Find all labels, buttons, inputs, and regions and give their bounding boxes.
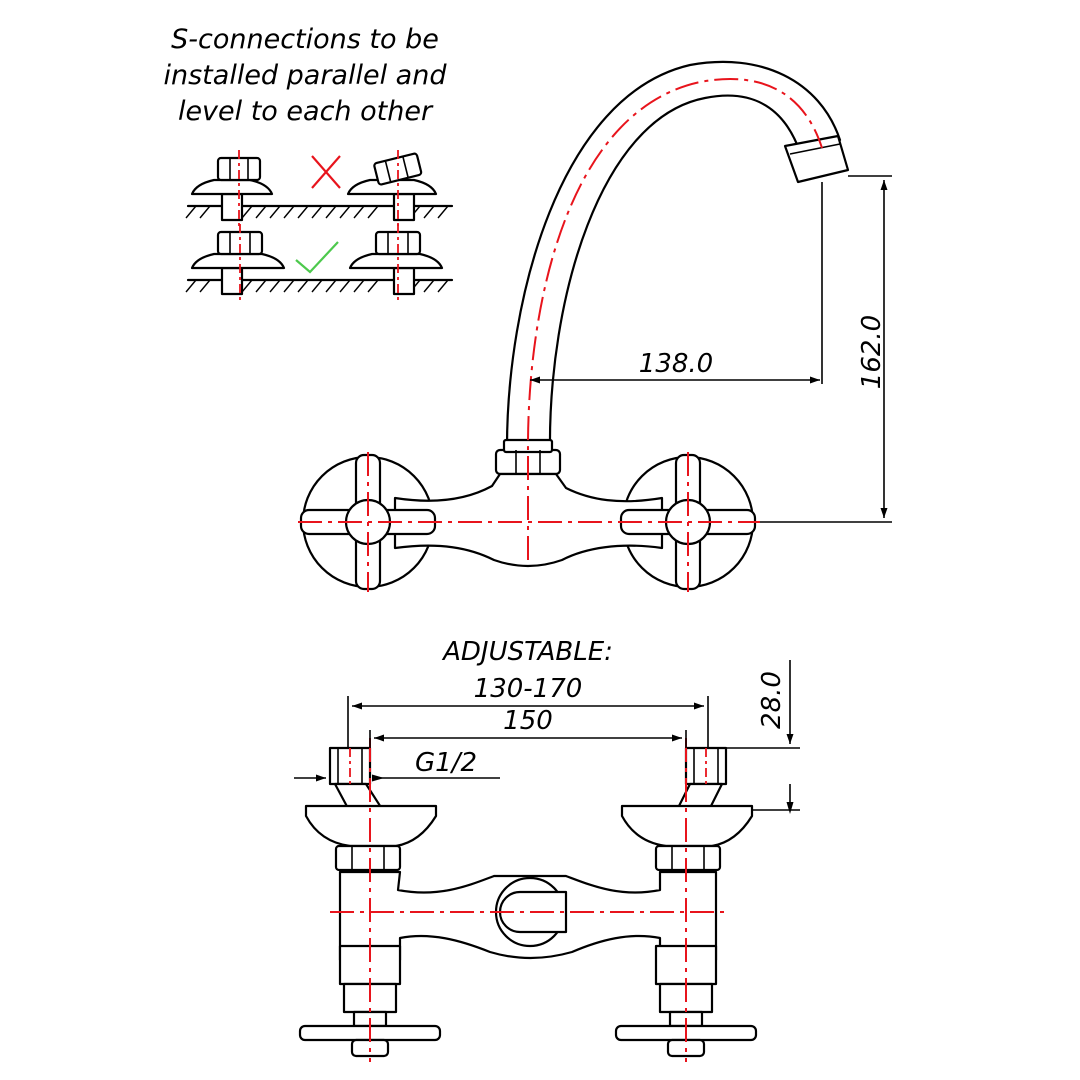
dim-adjustable-label: ADJUSTABLE: — [441, 637, 613, 667]
wall-hatching-bottom — [185, 279, 449, 293]
dim-spout-height: 162.0 — [857, 315, 887, 389]
top-dimensions: ADJUSTABLE: 130-170 150 G1/2 28.0 — [294, 637, 800, 814]
cross-icon — [311, 155, 341, 189]
dim-adjustable-range: 130-170 — [474, 674, 583, 704]
wall-diagrams — [185, 150, 454, 300]
note-line-2: installed parallel and — [164, 60, 448, 91]
connector-right-right — [348, 224, 444, 300]
note-line-1: S-connections to be — [171, 24, 439, 55]
spout — [505, 60, 842, 454]
faucet-front-view — [298, 60, 850, 592]
installation-note: S-connections to be installed parallel a… — [164, 24, 448, 127]
faucet-top-view — [298, 738, 758, 1062]
dim-centre-distance: 150 — [503, 706, 553, 736]
connector-right-left — [190, 224, 286, 300]
connector-wrong-left — [190, 150, 274, 228]
front-dimensions: 162.0 138.0 — [530, 175, 892, 523]
s-connector-right — [674, 746, 728, 814]
note-line-3: level to each other — [178, 96, 434, 127]
connector-wrong-right — [346, 150, 438, 228]
check-icon — [295, 241, 339, 274]
top-centerlines — [330, 738, 724, 1062]
front-centerlines — [298, 78, 823, 592]
nut-left — [334, 844, 402, 872]
wall-hatching-top — [185, 205, 449, 219]
dim-thread: G1/2 — [415, 748, 477, 778]
spout-nozzle — [783, 134, 850, 184]
dim-connector-height: 28.0 — [757, 671, 787, 729]
dim-spout-reach: 138.0 — [639, 349, 713, 379]
nut-right — [654, 844, 722, 872]
